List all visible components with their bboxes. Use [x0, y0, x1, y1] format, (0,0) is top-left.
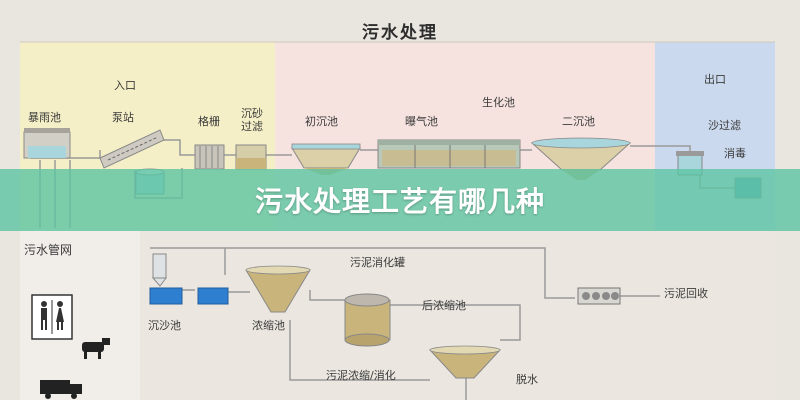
biochemical-tank-label: 生化池 [482, 96, 515, 109]
storm-tank [23, 128, 71, 159]
sand-filter-label: 沙过滤 [708, 119, 741, 132]
outlet-label: 出口 [704, 73, 726, 86]
sludge-digestion-label: 污泥消化罐 [350, 256, 405, 269]
post-thickener-label: 后浓缩池 [422, 299, 466, 312]
overlay-banner: 污水处理工艺有哪几种 [0, 169, 800, 231]
inlet-label: 入口 [114, 79, 136, 92]
truck-icon [40, 380, 82, 399]
cow-icon [82, 338, 110, 359]
post-thickener-tank [428, 345, 502, 379]
diagram-title: 污水处理 [362, 23, 438, 43]
grit-chamber-tank [235, 144, 267, 170]
thickener-tank [245, 265, 311, 313]
sludge-digester [344, 293, 391, 347]
thickener-label: 浓缩池 [252, 319, 285, 332]
secondary-clarifier-label: 二沉池 [562, 115, 595, 128]
primary-clarifier-label: 初沉池 [305, 115, 338, 128]
pump-station [99, 129, 165, 169]
settling-tank-label: 沉沙池 [148, 319, 181, 332]
settling-tank-2 [197, 287, 229, 305]
disinfection-label: 消毒 [724, 147, 746, 160]
aeration-tank-label: 曝气池 [405, 115, 438, 128]
storm-tank-label: 暴雨池 [28, 111, 61, 124]
grille-label: 格栅 [198, 115, 220, 128]
secondary-clarifier-tank [530, 137, 632, 180]
sewer-network-label: 污水管网 [24, 243, 73, 257]
sludge-recovery-label: 污泥回收 [664, 287, 708, 300]
aeration-tank [377, 139, 521, 169]
people-icon [31, 294, 73, 340]
sediment-column [151, 253, 167, 287]
dewatering-press [577, 287, 621, 305]
grit-chamber-label: 沉砂过滤 [241, 107, 263, 133]
settling-tank [149, 287, 183, 305]
dewatering-label: 脱水 [516, 373, 538, 386]
sludge-thicken-digest-label: 污泥浓缩/消化 [326, 369, 396, 382]
grille-tank [194, 144, 225, 170]
pump-station-label: 泵站 [112, 111, 134, 124]
banner-title: 污水处理工艺有哪几种 [254, 185, 545, 218]
